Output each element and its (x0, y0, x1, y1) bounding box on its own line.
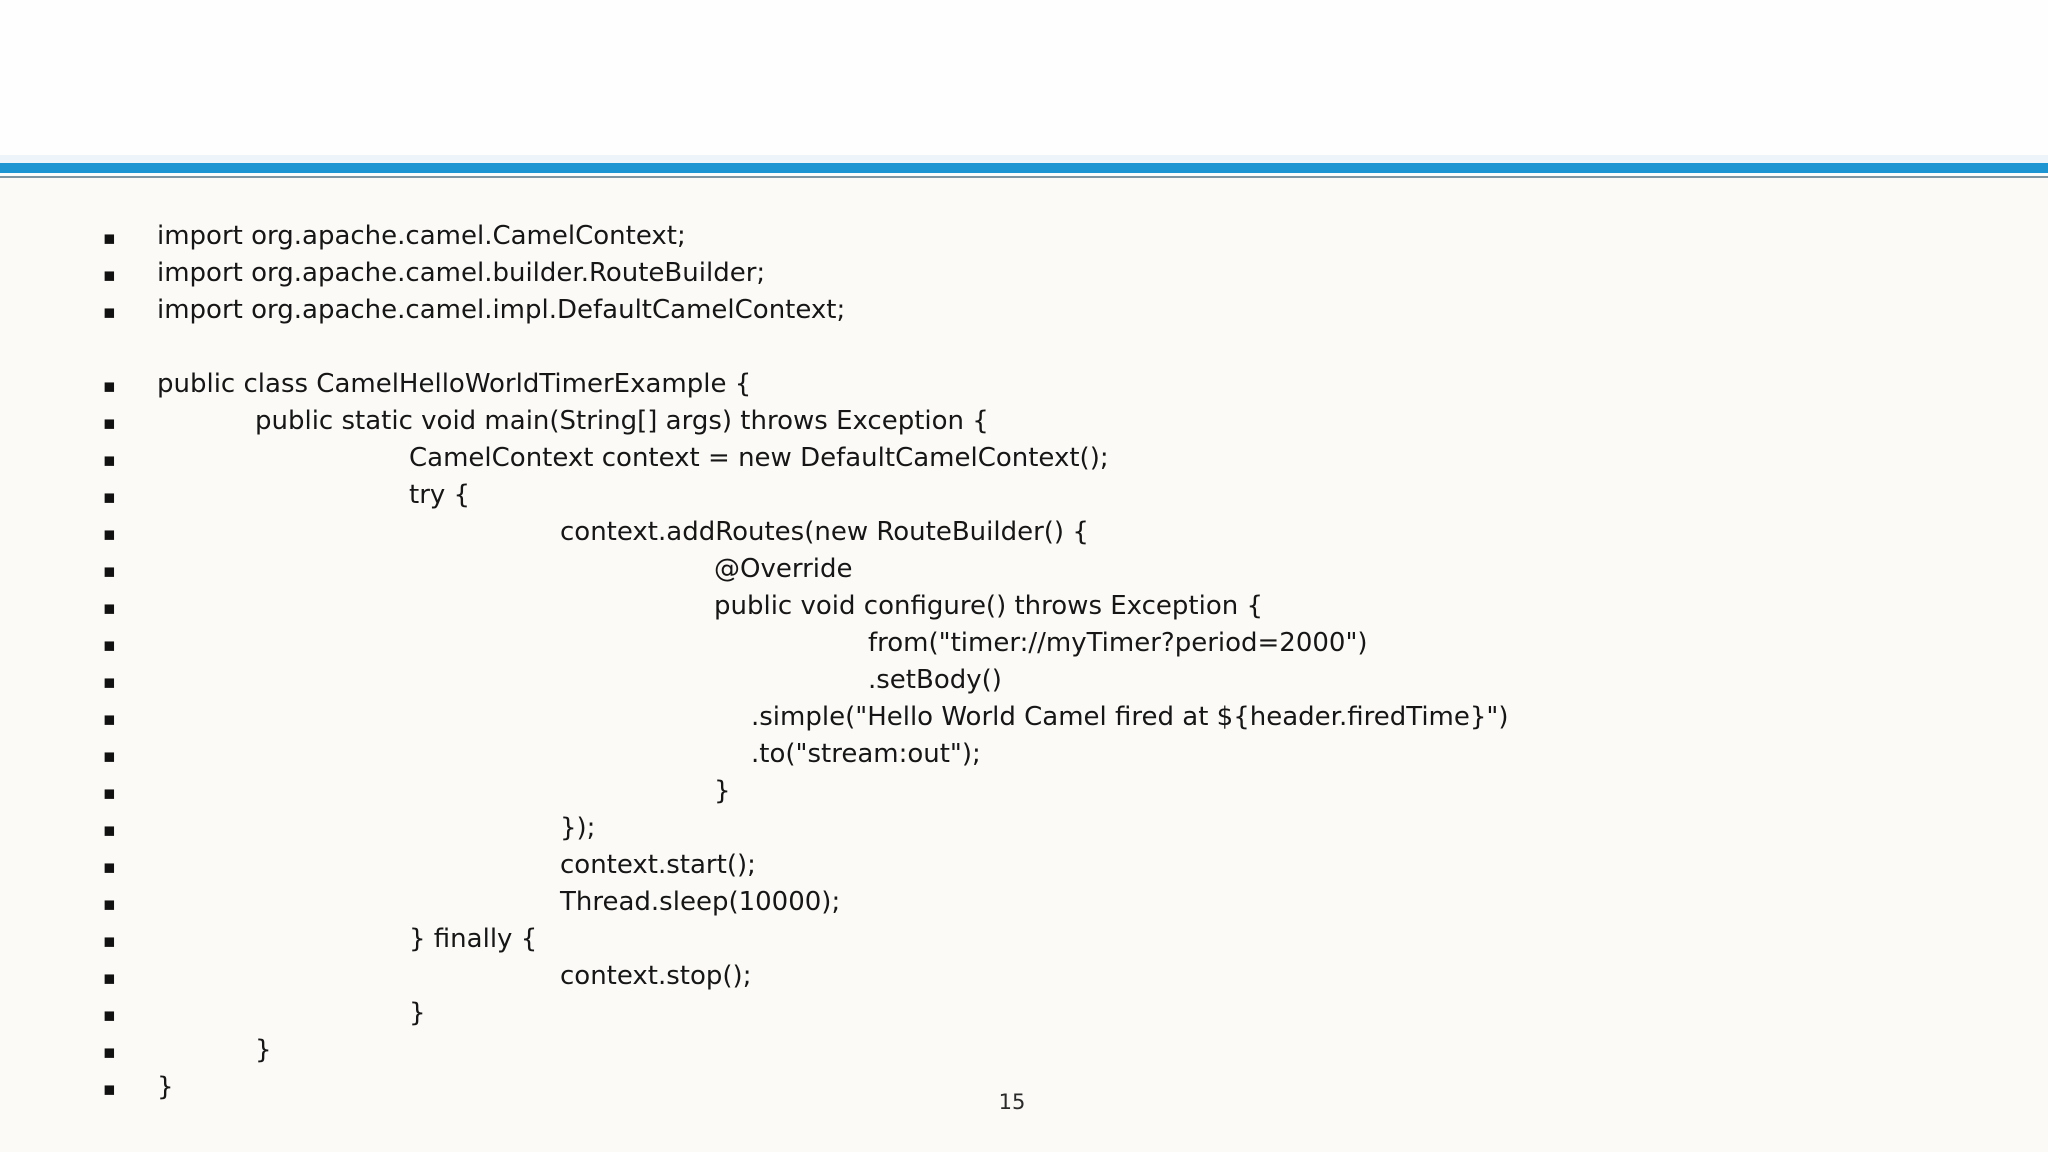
bullet-icon: ▪ (103, 745, 116, 767)
bullet-icon: ▪ (103, 264, 116, 286)
bullet-icon: ▪ (103, 634, 116, 656)
bullet-icon: ▪ (103, 375, 116, 397)
bullet-icon: ▪ (103, 1041, 116, 1063)
code-line: ▪ Thread.sleep(10000); (0, 884, 2048, 921)
bullet-icon: ▪ (103, 1078, 116, 1100)
code-line: ▪ @Override (0, 551, 2048, 588)
code-line: ▪} (0, 1032, 2048, 1069)
bullet-icon: ▪ (103, 708, 116, 730)
code-line-text: Thread.sleep(10000); (560, 887, 841, 917)
code-line-text: .simple("Hello World Camel fired at ${he… (751, 702, 1509, 732)
bullet-icon: ▪ (103, 560, 116, 582)
bullet-icon: ▪ (103, 597, 116, 619)
code-line: ▪ .to("stream:out"); (0, 736, 2048, 773)
code-line-text: }); (560, 813, 596, 843)
code-line-text: @Override (714, 554, 853, 584)
bullet-icon: ▪ (103, 782, 116, 804)
code-line-text: import org.apache.camel.builder.RouteBui… (157, 258, 766, 288)
bullet-icon: ▪ (103, 412, 116, 434)
code-line-text: } finally { (409, 924, 538, 954)
code-line-text: public class CamelHelloWorldTimerExample… (157, 369, 752, 399)
code-line-text: .to("stream:out"); (751, 739, 981, 769)
code-line-text: public static void main(String[] args) t… (255, 406, 989, 436)
bullet-icon: ▪ (103, 227, 116, 249)
code-line: ▪ import org.apache.camel.builder.RouteBu… (0, 255, 2048, 292)
bullet-icon: ▪ (103, 930, 116, 952)
code-line-text: import org.apache.camel.CamelContext; (157, 221, 686, 251)
bullet-icon: ▪ (103, 967, 116, 989)
code-line-text: context.stop(); (560, 961, 752, 991)
code-line: ▪ try { (0, 477, 2048, 514)
header-rule-thin (0, 176, 2048, 178)
code-line: ▪ context.stop(); (0, 958, 2048, 995)
code-line-text: context.addRoutes(new RouteBuilder() { (560, 517, 1089, 547)
bullet-icon: ▪ (103, 819, 116, 841)
bullet-icon: ▪ (103, 1004, 116, 1026)
code-line: ▪ import org.apache.camel.CamelContext; (0, 218, 2048, 255)
bullet-icon: ▪ (103, 449, 116, 471)
header-rule-gap (0, 173, 2048, 176)
header-rule-glow (0, 155, 2048, 163)
bullet-icon: ▪ (103, 893, 116, 915)
code-line: ▪} (0, 773, 2048, 810)
code-line: ▪ from("timer://myTimer?period=2000") (0, 625, 2048, 662)
code-line-text: } (714, 776, 731, 806)
code-line: ▪ .simple("Hello World Camel fired at ${h… (0, 699, 2048, 736)
header-rule (0, 163, 2048, 173)
code-line: ▪} (0, 995, 2048, 1032)
code-line-text: } (409, 998, 426, 1028)
code-line: ▪ import org.apache.camel.impl.DefaultCam… (0, 292, 2048, 329)
code-line: ▪}); (0, 810, 2048, 847)
code-line: ▪ .setBody() (0, 662, 2048, 699)
code-block: ▪ import org.apache.camel.CamelContext; ▪ i… (0, 218, 2048, 1106)
code-line: ▪ context.start(); (0, 847, 2048, 884)
bullet-icon: ▪ (103, 486, 116, 508)
code-line-text: } (255, 1035, 272, 1065)
bullet-icon: ▪ (103, 301, 116, 323)
code-line: ▪ (0, 329, 2048, 366)
code-line-text: } (157, 1072, 174, 1102)
bullet-icon: ▪ (103, 523, 116, 545)
code-line: ▪} (0, 1069, 2048, 1106)
code-line: ▪ public void configure() throws Exceptio… (0, 588, 2048, 625)
page-number: 15 (998, 1090, 1026, 1114)
code-line-text: context.start(); (560, 850, 756, 880)
code-line: ▪ } finally { (0, 921, 2048, 958)
bullet-icon: ▪ (103, 671, 116, 693)
code-line: ▪ public static void main(String[] args) … (0, 403, 2048, 440)
code-line: ▪ CamelContext context = new DefaultCamel… (0, 440, 2048, 477)
code-line-text: public void configure() throws Exception… (714, 591, 1264, 621)
slide-header-area (0, 0, 2048, 155)
code-line: ▪ context.addRoutes(new RouteBuilder() { (0, 514, 2048, 551)
code-line-text: .setBody() (868, 665, 1002, 695)
bullet-icon: ▪ (103, 856, 116, 878)
code-line-text: from("timer://myTimer?period=2000") (868, 628, 1368, 658)
code-line-text: CamelContext context = new DefaultCamelC… (409, 443, 1109, 473)
code-line-text: import org.apache.camel.impl.DefaultCame… (157, 295, 846, 325)
code-line: ▪ public class CamelHelloWorldTimerExampl… (0, 366, 2048, 403)
code-line-text: try { (409, 480, 471, 510)
